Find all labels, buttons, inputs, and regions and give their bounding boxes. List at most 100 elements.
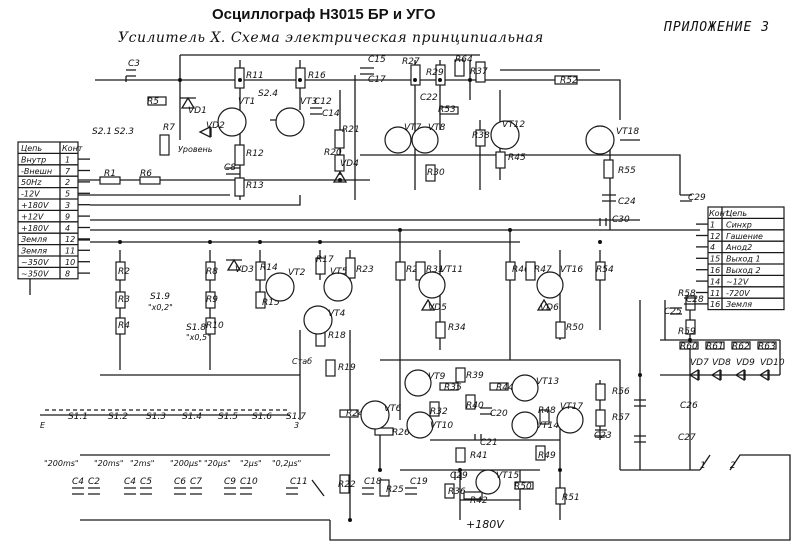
transistor-vt6: [360, 400, 390, 430]
capacitor-label: C27: [678, 433, 696, 443]
switch-strip: E 3 S1.1 S1.2 S1.3 S1.4 S1.5 S1.6 S1.7 S…: [40, 89, 306, 468]
resistor-label: R34: [448, 323, 466, 333]
level-label: Уровень: [178, 145, 213, 154]
transistor-label: VT7: [404, 123, 422, 133]
transistor-label: VT2: [288, 268, 306, 278]
transistor-vt18: [585, 125, 615, 155]
resistor-label: R4: [118, 321, 130, 331]
svg-text:E: E: [40, 421, 46, 430]
resistor-label: R53: [438, 105, 456, 115]
transistor-vt8: [411, 126, 439, 154]
left-connector-pin: 2: [65, 178, 70, 187]
transistor-label: VT3: [300, 97, 318, 107]
transistor-vt11: [418, 271, 446, 299]
capacitor-label: C28: [686, 295, 704, 305]
resistor-label: R45: [508, 153, 526, 163]
resistor-label: R51: [562, 493, 580, 503]
left-connector-pin: 1: [65, 155, 70, 164]
resistor-label: R19: [338, 363, 356, 373]
left-connector-net: +180V: [21, 201, 49, 210]
right-connector-header: Цепь: [726, 209, 747, 218]
capacitor-label: C4: [124, 477, 136, 487]
right-connector-pin: 15: [710, 255, 720, 264]
resistor-label: R1: [104, 169, 116, 179]
transistor-label: VT4: [328, 309, 346, 319]
resistor-label: R8: [206, 267, 218, 277]
capacitor-label: C15: [368, 55, 386, 65]
page-title: Осциллограф Н3015 БР и УГО: [212, 6, 436, 23]
right-connector-net: Земля: [726, 300, 752, 309]
capacitor-label: C29: [450, 471, 468, 481]
transistor-vt16: [536, 271, 564, 299]
schematic-subtitle: Усилитель Х. Схема электрическая принцип…: [118, 30, 544, 46]
transistor-label: VT6: [384, 404, 402, 414]
right-connector-pin: 11: [710, 289, 720, 298]
resistor-label: R16: [308, 71, 326, 81]
left-connector-net: Внутр: [21, 155, 46, 164]
right-connector-pin: 14: [710, 277, 720, 286]
right-connector-header: Конт: [709, 209, 730, 218]
resistor-label: R47: [534, 265, 552, 275]
capacitor-label: C22: [420, 93, 438, 103]
capacitor-label: C17: [368, 75, 386, 85]
switch-label: S1.1: [68, 412, 88, 422]
switch-label: S2.4: [258, 89, 278, 99]
right-connector-pin: 1: [710, 220, 715, 229]
right-connector-pin: 12: [710, 232, 720, 241]
capacitor-label: C6: [174, 477, 186, 487]
resistor-label: R18: [328, 331, 346, 341]
voltage-180-label: +180V: [466, 518, 505, 531]
transistor-label: VT11: [440, 265, 463, 275]
transistor-label: VT14: [536, 421, 559, 431]
resistor-label: R3: [118, 295, 130, 305]
left-connector-net: 50Hz: [21, 178, 42, 187]
annotations: Уровень Стаб +180V 1 2: [178, 145, 736, 531]
capacitor-label: C8: [224, 163, 236, 173]
right-connector-net: ~12V: [726, 277, 749, 286]
diode-label: VD2: [206, 121, 225, 131]
switch-label: S1.8: [186, 323, 206, 333]
capacitor-label: C4: [72, 477, 84, 487]
capacitor-label: C20: [490, 409, 508, 419]
resistor-label: R63: [758, 342, 776, 352]
resistor-label: R24: [346, 409, 364, 419]
left-connector-pin: 8: [65, 269, 70, 278]
node-1-label: 1: [700, 461, 706, 471]
diode-label: VD5: [428, 303, 447, 313]
capacitor-label: C23: [594, 431, 612, 441]
transistor-vt7: [384, 126, 412, 154]
transistor-label: VT18: [616, 127, 639, 137]
diode-label: VD8: [712, 358, 731, 368]
transistor-label: VT13: [536, 377, 559, 387]
left-connector-net: Земля: [21, 235, 47, 244]
transistor-vt2: [265, 272, 295, 302]
resistor-label: R5: [147, 97, 159, 107]
sweep-20ms-label: "20ms": [94, 459, 124, 468]
resistor-label: R30: [427, 168, 445, 178]
resistor-label: R2: [118, 267, 130, 277]
resistor-label: R50: [514, 482, 532, 492]
transistor-label: VT17: [560, 402, 583, 412]
x05-label: "x0,5": [186, 333, 211, 342]
diode-label: VD4: [340, 159, 359, 169]
resistor-label: R49: [538, 451, 556, 461]
resistor-label: R52: [560, 76, 578, 86]
resistor-label: R6: [140, 169, 152, 179]
left-connector-pin: 11: [65, 247, 75, 256]
sweep-2ms-label: "2ms": [130, 459, 154, 468]
resistor-label: R14: [260, 263, 278, 273]
switch-label: S1.3: [146, 412, 166, 422]
transistor-vt13: [511, 374, 539, 402]
capacitor-label: C14: [322, 109, 340, 119]
resistor-label: R61: [706, 342, 724, 352]
capacitor-label: C3: [128, 59, 140, 69]
transistor-vt3: [275, 107, 305, 137]
left-connector-net: Земля: [21, 247, 47, 256]
transistor-vt12: [490, 120, 520, 150]
resistor-label: R56: [612, 387, 630, 397]
left-connector-net: -Внешн: [21, 167, 52, 176]
left-connector-header: Конт: [62, 144, 83, 153]
transistor-vt5: [323, 272, 353, 302]
